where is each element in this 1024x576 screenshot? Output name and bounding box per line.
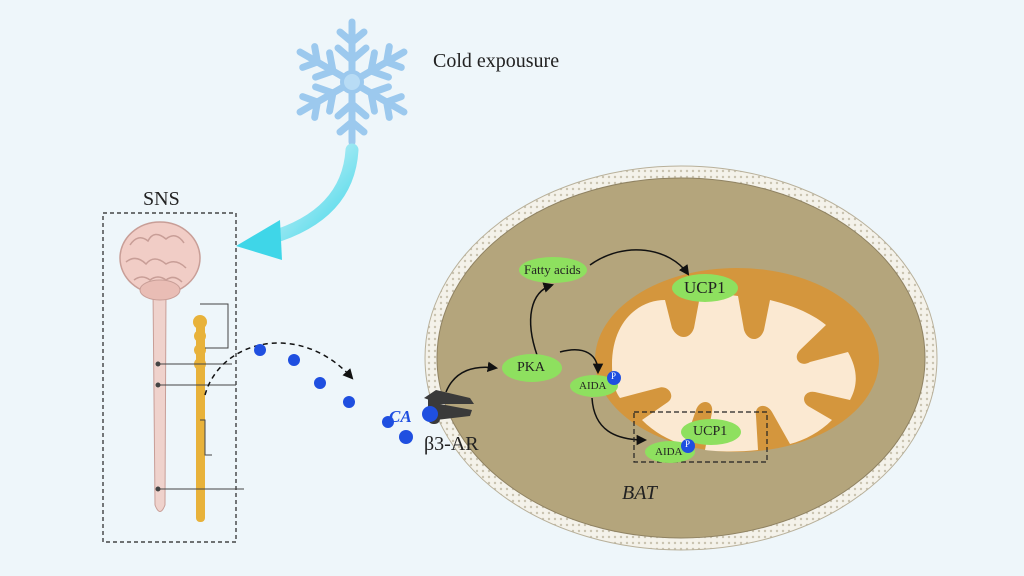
ca-dot xyxy=(343,396,355,408)
ca-dot xyxy=(382,416,394,428)
sns-box xyxy=(102,212,237,543)
cold-exposure-label: Cold expousure xyxy=(433,50,560,72)
bat-label: BAT xyxy=(622,482,657,504)
ca-label: CA xyxy=(389,407,412,426)
ca-dot xyxy=(314,377,326,389)
phospho-top-label: P xyxy=(611,371,617,381)
phospho-top-dot xyxy=(607,371,621,385)
sympathetic-chain-icon xyxy=(193,315,207,522)
protein-ovals xyxy=(502,257,741,463)
aida-top-label: AIDA xyxy=(579,380,607,392)
cold-arrow xyxy=(236,143,359,260)
ucp1-top-label: UCP1 xyxy=(684,278,726,297)
ca-dots xyxy=(254,344,413,444)
arrow-fatty-acids-to-ucp1 xyxy=(589,249,690,276)
arrow-aida-to-complex xyxy=(591,397,648,446)
ca-bound-dot xyxy=(422,406,438,422)
fatty-acids-label: Fatty acids xyxy=(524,262,581,277)
brain-icon xyxy=(119,221,201,301)
spinal-cord-icon xyxy=(152,289,167,512)
pka-oval xyxy=(502,354,562,382)
ucp1-bottom-label: UCP1 xyxy=(693,424,728,439)
ca-dot xyxy=(254,344,266,356)
ucp1-aida-complex-box xyxy=(633,411,768,463)
phospho-bottom-dot xyxy=(681,439,695,453)
arrow-receptor-to-pka xyxy=(445,361,499,393)
arrow-pka-to-aida xyxy=(559,349,604,375)
arrow-pka-to-fatty-acids xyxy=(530,282,555,356)
aida-bottom-label: AIDA xyxy=(655,446,683,458)
ucp1-top-oval xyxy=(672,274,738,302)
receptor-label: β3-AR xyxy=(424,433,479,455)
mitochondrion-icon xyxy=(595,268,879,452)
nerve-connectors xyxy=(155,303,244,492)
pathway-arrows xyxy=(445,249,690,446)
phospho-bottom-label: P xyxy=(685,439,691,449)
pka-label: PKA xyxy=(517,360,546,375)
sns-label: SNS xyxy=(143,188,180,210)
aida-top-oval xyxy=(570,375,618,397)
ca-dot xyxy=(399,430,413,444)
nerve-release-arrow xyxy=(204,342,354,396)
ca-dot xyxy=(288,354,300,366)
snowflake-icon xyxy=(293,18,411,142)
fatty-acids-oval xyxy=(519,257,587,283)
ucp1-bottom-oval xyxy=(681,419,741,445)
